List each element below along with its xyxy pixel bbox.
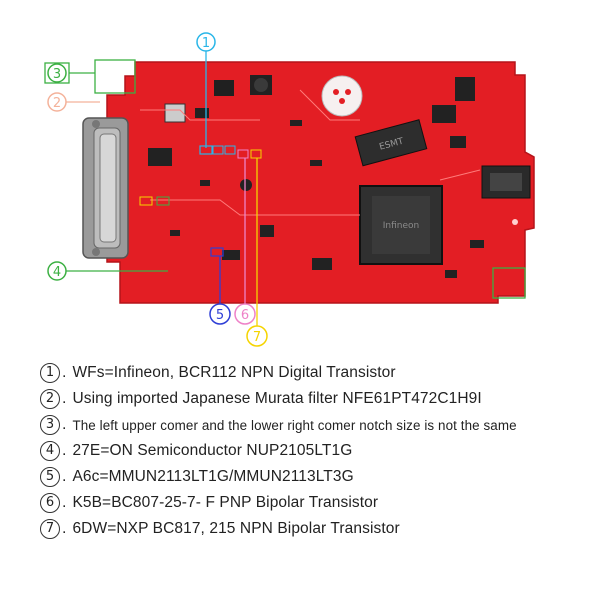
led bbox=[512, 219, 518, 225]
callout-5: 5 bbox=[209, 247, 231, 325]
legend-text-4: 27E=ON Semiconductor NUP2105LT1G bbox=[72, 442, 353, 459]
legend-text-2: Using imported Japanese Murata filter NF… bbox=[72, 390, 482, 407]
svg-text:3: 3 bbox=[53, 67, 61, 82]
component-legend: 1. WFs=Infineon, BCR112 NPN Digital Tran… bbox=[40, 360, 595, 542]
esmt-chip: ESMT bbox=[354, 119, 428, 167]
callout-4: 4 bbox=[47, 261, 168, 281]
svg-text:1: 1 bbox=[202, 36, 210, 51]
legend-item-6: 6. K5B=BC807-25-7- F PNP Bipolar Transis… bbox=[40, 490, 595, 516]
legend-number-7: 7 bbox=[40, 519, 60, 539]
legend-item-4: 4. 27E=ON Semiconductor NUP2105LT1G bbox=[40, 438, 595, 464]
svg-text:4: 4 bbox=[53, 265, 61, 280]
legend-number-1: 1 bbox=[40, 363, 60, 383]
svg-text:6: 6 bbox=[241, 308, 249, 323]
highlight-pads bbox=[139, 145, 262, 206]
svg-text:5: 5 bbox=[216, 308, 224, 323]
legend-text-1: WFs=Infineon, BCR112 NPN Digital Transis… bbox=[72, 364, 396, 381]
mounting-pad bbox=[321, 75, 363, 117]
callout-7: 7 bbox=[246, 158, 268, 347]
legend-text-5: A6c=MMUN2113LT1G/MMUN2113LT3G bbox=[72, 468, 354, 485]
svg-text:2: 2 bbox=[53, 96, 61, 111]
legend-number-6: 6 bbox=[40, 493, 60, 513]
legend-number-3: 3 bbox=[40, 415, 60, 435]
pcb-figure: Infineon ESMT 1 2 bbox=[44, 32, 535, 347]
legend-item-5: 5. A6c=MMUN2113LT1G/MMUN2113LT3G bbox=[40, 464, 595, 490]
legend-number-4: 4 bbox=[40, 441, 60, 461]
legend-number-2: 2 bbox=[40, 389, 60, 409]
legend-text-3: The left upper comer and the lower right… bbox=[72, 417, 517, 433]
callout-2: 2 bbox=[47, 92, 100, 112]
legend-number-5: 5 bbox=[40, 467, 60, 487]
main-chip-label: Infineon bbox=[383, 221, 419, 231]
legend-text-6: K5B=BC807-25-7- F PNP Bipolar Transistor bbox=[72, 494, 379, 511]
callout-1: 1 bbox=[196, 32, 216, 155]
voltage-regulator bbox=[214, 80, 234, 96]
callout-3: 3 bbox=[44, 59, 526, 299]
legend-text-7: 6DW=NXP BC817, 215 NPN Bipolar Transisto… bbox=[72, 520, 400, 537]
svg-text:7: 7 bbox=[253, 330, 261, 345]
legend-item-1: 1. WFs=Infineon, BCR112 NPN Digital Tran… bbox=[40, 360, 595, 386]
pcb-illustration: Infineon ESMT 1 2 bbox=[44, 32, 535, 347]
callout-6: 6 bbox=[234, 158, 256, 325]
db25-connector bbox=[82, 117, 129, 259]
legend-item-7: 7. 6DW=NXP BC817, 215 NPN Bipolar Transi… bbox=[40, 516, 595, 542]
legend-item-3: 3. The left upper comer and the lower ri… bbox=[40, 412, 595, 438]
legend-item-2: 2. Using imported Japanese Murata filter… bbox=[40, 386, 595, 412]
main-chip: Infineon bbox=[359, 185, 443, 265]
